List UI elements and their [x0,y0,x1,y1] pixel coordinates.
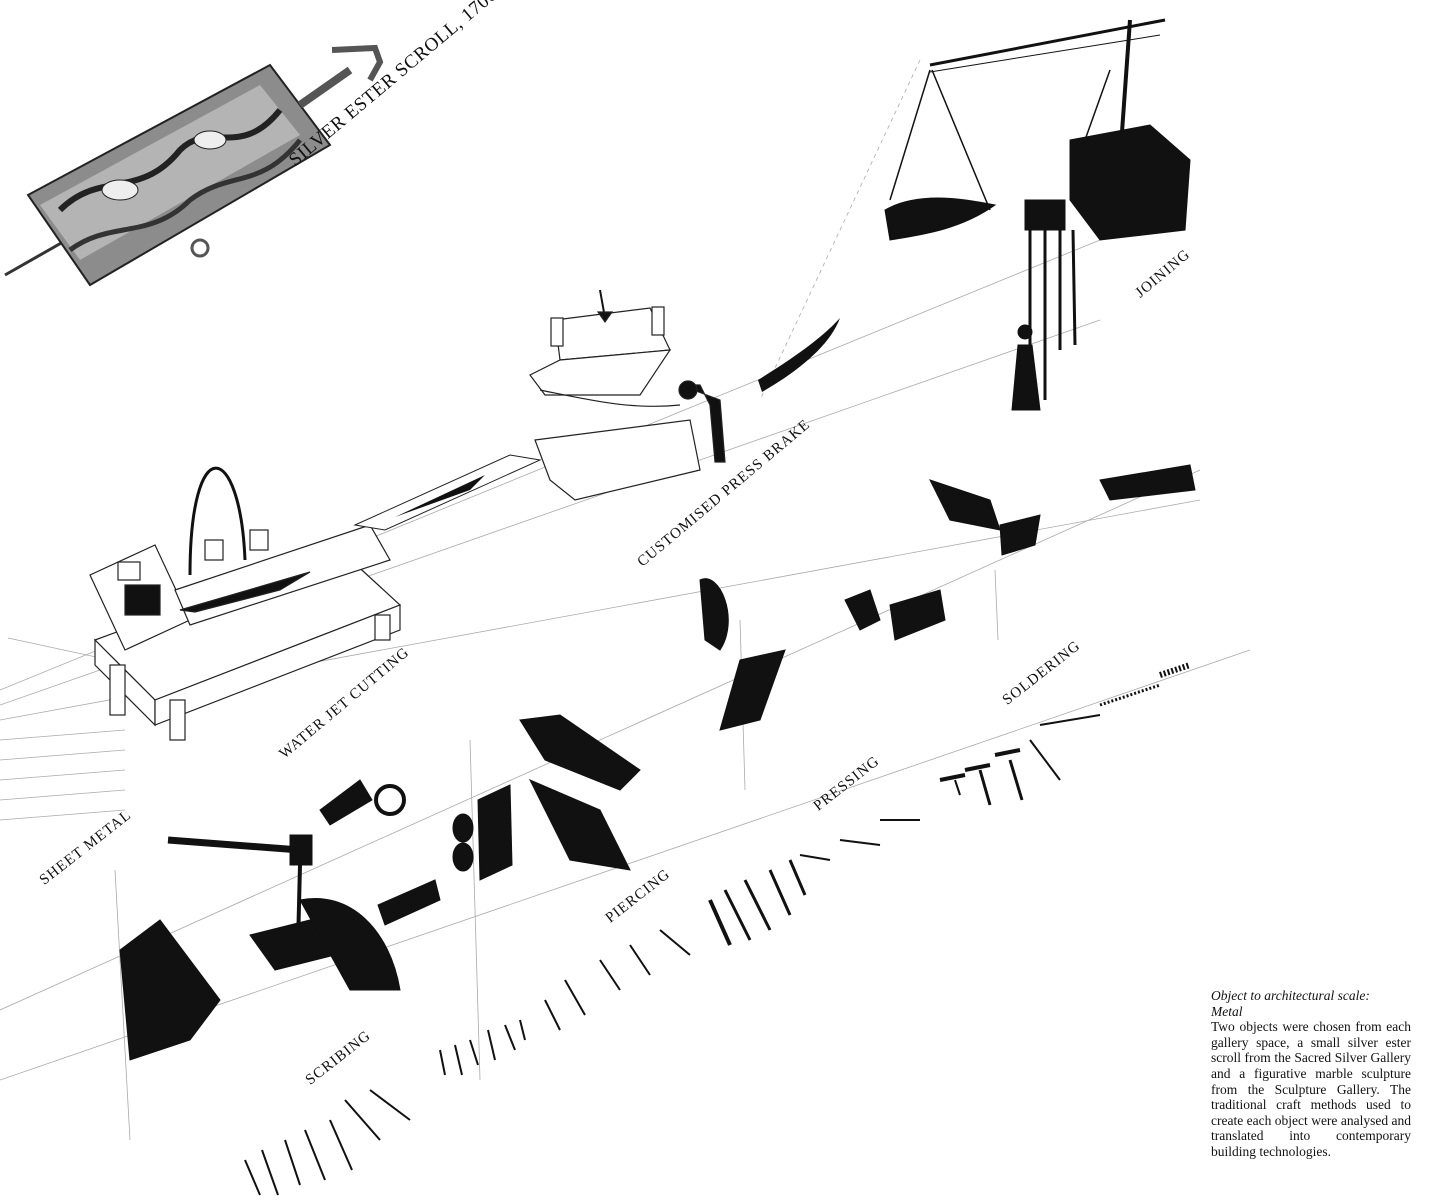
press-brake [529,289,726,501]
water-jet-machine [89,466,402,741]
caption-block: Object to architectural scale: Metal Two… [1211,988,1411,1160]
silver-scroll-illustration [4,44,384,287]
craft-hand-tools [119,464,1196,1061]
cut-sheet-panel [353,454,542,531]
caption-title-line1: Object to architectural scale: [1211,988,1370,1003]
crane-joining [884,18,1191,411]
caption-title-line2: Metal [1211,1003,1243,1019]
caption-body: Two objects were chosen from each galler… [1211,1019,1411,1159]
tool-rows [244,662,1191,1196]
bent-panel [758,318,840,392]
